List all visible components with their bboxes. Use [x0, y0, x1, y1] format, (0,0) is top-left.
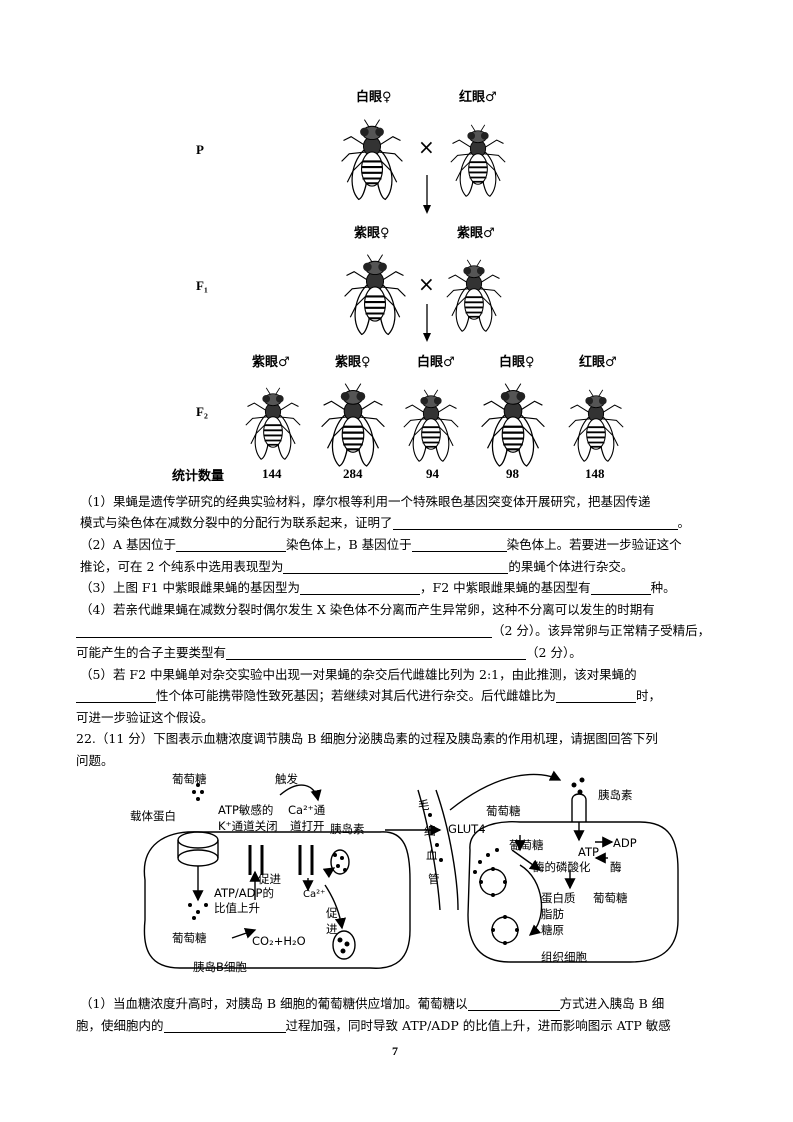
diag-enzyme-phos: 酶的磷酸化: [533, 860, 591, 874]
answer-blank-5[interactable]: [300, 580, 421, 595]
p-female-label: 白眼♀: [356, 90, 392, 105]
diag-capillary-4: 管: [428, 872, 440, 886]
diag-carrier: 载体蛋白: [130, 809, 176, 823]
cross-symbol-p: ×: [418, 135, 435, 159]
diag-fat: 脂肪: [541, 907, 564, 921]
diag-capillary-2: 细: [424, 824, 436, 838]
answer-blank-12[interactable]: [163, 1018, 286, 1033]
diag-tissue-cell: 组织细胞: [541, 950, 587, 964]
p-male-label: 红眼♂: [459, 90, 497, 105]
stats-value-4: 98: [506, 466, 519, 481]
ca-channel: [298, 845, 314, 875]
diag-glucose-top: 葡萄糖: [172, 772, 207, 786]
f2-label-4: 白眼♀: [499, 355, 535, 370]
diag-atp: ATP: [578, 845, 599, 859]
diag-b-cell: 胰岛B细胞: [193, 960, 247, 974]
cycle-2: [491, 916, 519, 944]
generation-p: P: [196, 142, 204, 157]
answer-blank-4[interactable]: [283, 559, 509, 574]
f1-male-label: 紫眼♂: [457, 226, 495, 241]
diag-glucose-right-3: 葡萄糖: [593, 891, 628, 905]
diag-capillary-3: 血: [426, 848, 438, 862]
diag-insulin-right: 胰岛素: [598, 788, 633, 802]
diag-promote-2b: 进: [326, 922, 338, 936]
f2-label-5: 红眼♂: [579, 355, 617, 370]
carrier-protein: [177, 831, 219, 849]
q22-part1-line1: （1）当血糖浓度升高时，对胰岛 B 细胞的葡萄糖供应增加。葡萄糖以方式进入胰岛 …: [80, 996, 665, 1011]
q21-part4-line2: （2 分）。该异常卵与正常精子受精后，: [76, 620, 710, 642]
diag-glucose-in: 葡萄糖: [172, 931, 207, 945]
down-arrow-2: [423, 304, 431, 342]
f1-female-label: 紫眼♀: [354, 226, 390, 241]
q22-part1-line2: 胞，使细胞内的过程加强，同时导致 ATP/ADP 的比值上升，进而影响图示 AT…: [76, 1018, 671, 1033]
q21-part5-line2: 性个体可能携带隐性致死基因；若继续对其后代进行杂交。后代雌雄比为时，: [76, 685, 661, 707]
diag-promote-2a: 促: [326, 906, 338, 920]
diag-glucose-right: 葡萄糖: [486, 804, 521, 818]
q22-intro-line2: 问题。: [76, 753, 114, 768]
answer-blank-2[interactable]: [175, 537, 286, 552]
q21-part3: （3）上图 F1 中紫眼雌果蝇的基因型为，F2 中紫眼雌果蝇的基因型有种。: [80, 580, 676, 595]
answer-blank-8[interactable]: [226, 645, 527, 660]
diag-adp: ADP: [613, 836, 637, 850]
b-cell-membrane: [143, 831, 411, 969]
generation-f2: F₂: [196, 404, 208, 419]
answer-blank-1[interactable]: [392, 515, 678, 530]
answer-blank-6[interactable]: [590, 580, 651, 595]
q21-part4-line3: 可能产生的合子主要类型有（2 分）。: [76, 645, 582, 660]
diag-atp-channel-1: ATP敏感的: [218, 803, 274, 817]
diag-protein: 蛋白质: [541, 891, 576, 905]
stats-value-2: 284: [343, 466, 363, 481]
insulin-vesicle: [330, 849, 350, 875]
diag-ca-channel-2: 道打开: [290, 819, 325, 833]
q21-part1-line2: 模式与染色体在减数分裂中的分配行为联系起来，证明了。: [80, 515, 691, 530]
f2-label-2: 紫眼♀: [335, 355, 371, 370]
cycle-1: [479, 868, 507, 896]
q21-part2-line2: 推论，可在 2 个纯系中选用表现型为的果蝇个体进行杂交。: [80, 559, 634, 574]
insulin-receptor: [571, 793, 587, 822]
f2-label-3: 白眼♂: [417, 355, 455, 370]
q21-part1-line1: （1）果蝇是遗传学研究的经典实验材料，摩尔根等利用一个特殊眼色基因突变体开展研究…: [80, 494, 651, 509]
diag-capillary-1: 毛: [418, 798, 430, 812]
stats-value-3: 94: [426, 466, 439, 481]
k-channel: [248, 845, 264, 875]
answer-blank-3[interactable]: [411, 537, 507, 552]
answer-blank-7[interactable]: [76, 623, 492, 638]
cross-symbol-f1: ×: [418, 272, 435, 296]
diag-trigger: 触发: [275, 772, 298, 786]
q21-part5-line3: 可进一步验证这个假设。: [76, 710, 214, 725]
stats-value-1: 144: [262, 466, 282, 481]
diag-ca-in: Ca²⁺: [303, 889, 326, 900]
diag-glucose-right-2: 葡萄糖: [509, 838, 544, 852]
stats-value-5: 148: [585, 466, 605, 481]
answer-blank-11[interactable]: [467, 996, 560, 1011]
q21-part5-line1: （5）若 F2 中果蝇单对杂交实验中出现一对果蝇的杂交后代雌雄比列为 2:1，由…: [80, 667, 637, 682]
capillary-wall: [417, 789, 459, 911]
stats-label: 统计数量: [172, 469, 225, 484]
diag-insulin-left: 胰岛素: [330, 822, 365, 836]
diag-products: CO₂+H₂O: [252, 934, 306, 948]
fly-figure: [244, 118, 625, 468]
page-number: 7: [392, 1044, 398, 1058]
diag-enzyme: 酶: [610, 860, 622, 874]
f2-label-1: 紫眼♂: [252, 355, 290, 370]
insulin-vesicle-2: [332, 930, 356, 960]
answer-blank-10[interactable]: [556, 688, 637, 703]
glucose-dots: [188, 777, 585, 954]
diag-ca-channel-1: Ca²⁺通: [288, 803, 326, 817]
diag-ratio-2: 比值上升: [214, 901, 260, 915]
down-arrow-1: [423, 175, 431, 214]
generation-f1: F₁: [196, 278, 208, 293]
q22-intro-line1: 22.（11 分）下图表示血糖浓度调节胰岛 B 细胞分泌胰岛素的过程及胰岛素的作…: [76, 731, 658, 746]
q21-part4-line1: （4）若亲代雌果蝇在减数分裂时偶尔发生 X 染色体不分离而产生异常卵，这种不分离…: [80, 602, 655, 617]
diag-atp-channel-2: K⁺通道关闭: [218, 819, 278, 833]
diag-glut4: GLUT4: [448, 822, 486, 836]
answer-blank-9[interactable]: [76, 688, 156, 703]
diag-ratio-1: ATP/ADP的: [214, 886, 274, 900]
diag-glycogen: 糖原: [541, 923, 564, 937]
q21-part2-line1: （2）A 基因位于染色体上，B 基因位于染色体上。若要进一步验证这个: [80, 537, 682, 552]
diag-promote-1: 促进: [258, 872, 281, 886]
tissue-cell-membrane: [467, 821, 679, 963]
